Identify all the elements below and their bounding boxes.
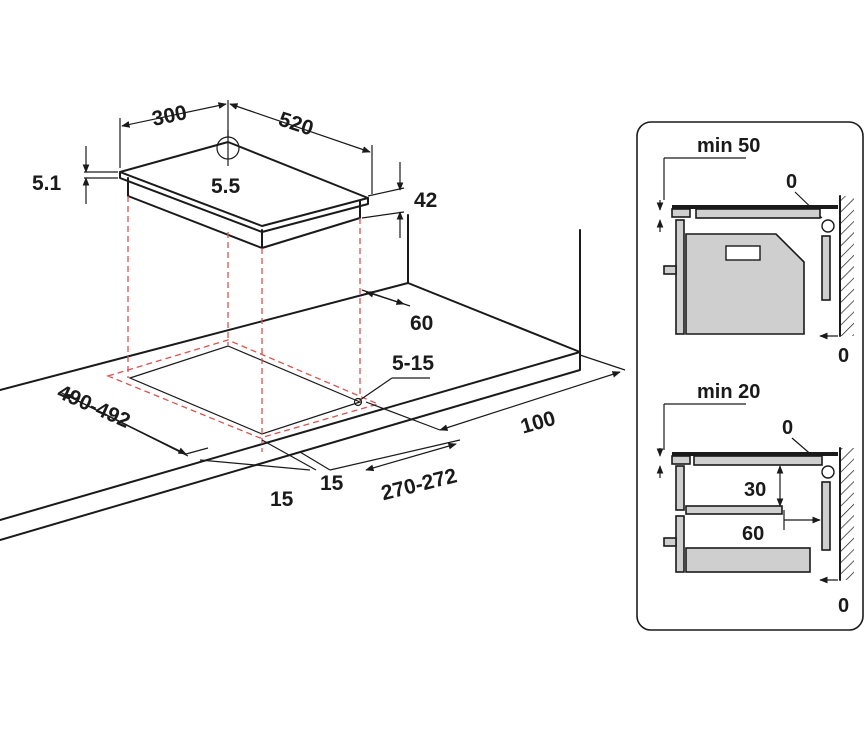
detail-bottom: min 20 0 30 60 — [656, 381, 854, 617]
label-margin-left: 15 — [270, 488, 294, 511]
label-clearance-back: 60 — [410, 312, 433, 335]
detail-bottom-zero-bottom: 0 — [838, 595, 849, 617]
label-gap-range: 5-15 — [392, 352, 434, 375]
hob-unit — [119, 130, 369, 249]
detail-bottom-gap-label: 30 — [744, 479, 766, 501]
label-margin-right: 15 — [320, 472, 344, 495]
dimension-lines — [59, 100, 626, 472]
label-cutout-width: 490-492 — [54, 381, 134, 433]
label-glass-thickness: 5.1 — [32, 172, 62, 195]
detail-top-zero-top: 0 — [786, 171, 797, 193]
detail-top-zero-bottom: 0 — [838, 345, 849, 367]
label-side-clearance: 100 — [518, 407, 558, 439]
label-body-height: 42 — [414, 189, 437, 212]
detail-bottom-zero-top: 0 — [782, 417, 793, 439]
detail-bottom-depth-label: 60 — [742, 523, 764, 545]
detail-panel: min 50 0 0 m — [636, 121, 864, 631]
label-top-width: 300 — [150, 101, 189, 131]
label-cutout-depth: 270-272 — [379, 464, 459, 505]
dimension-labels: 300 520 5.1 5.5 42 60 5-15 490-492 100 1… — [32, 101, 558, 511]
label-top-depth: 520 — [276, 108, 316, 141]
detail-bottom-min-label: min 20 — [697, 381, 760, 403]
projection-lines — [106, 196, 380, 452]
detail-top: min 50 0 0 — [656, 135, 854, 367]
label-fixing-point: 5.5 — [211, 175, 241, 198]
detail-top-min-label: min 50 — [697, 135, 760, 157]
